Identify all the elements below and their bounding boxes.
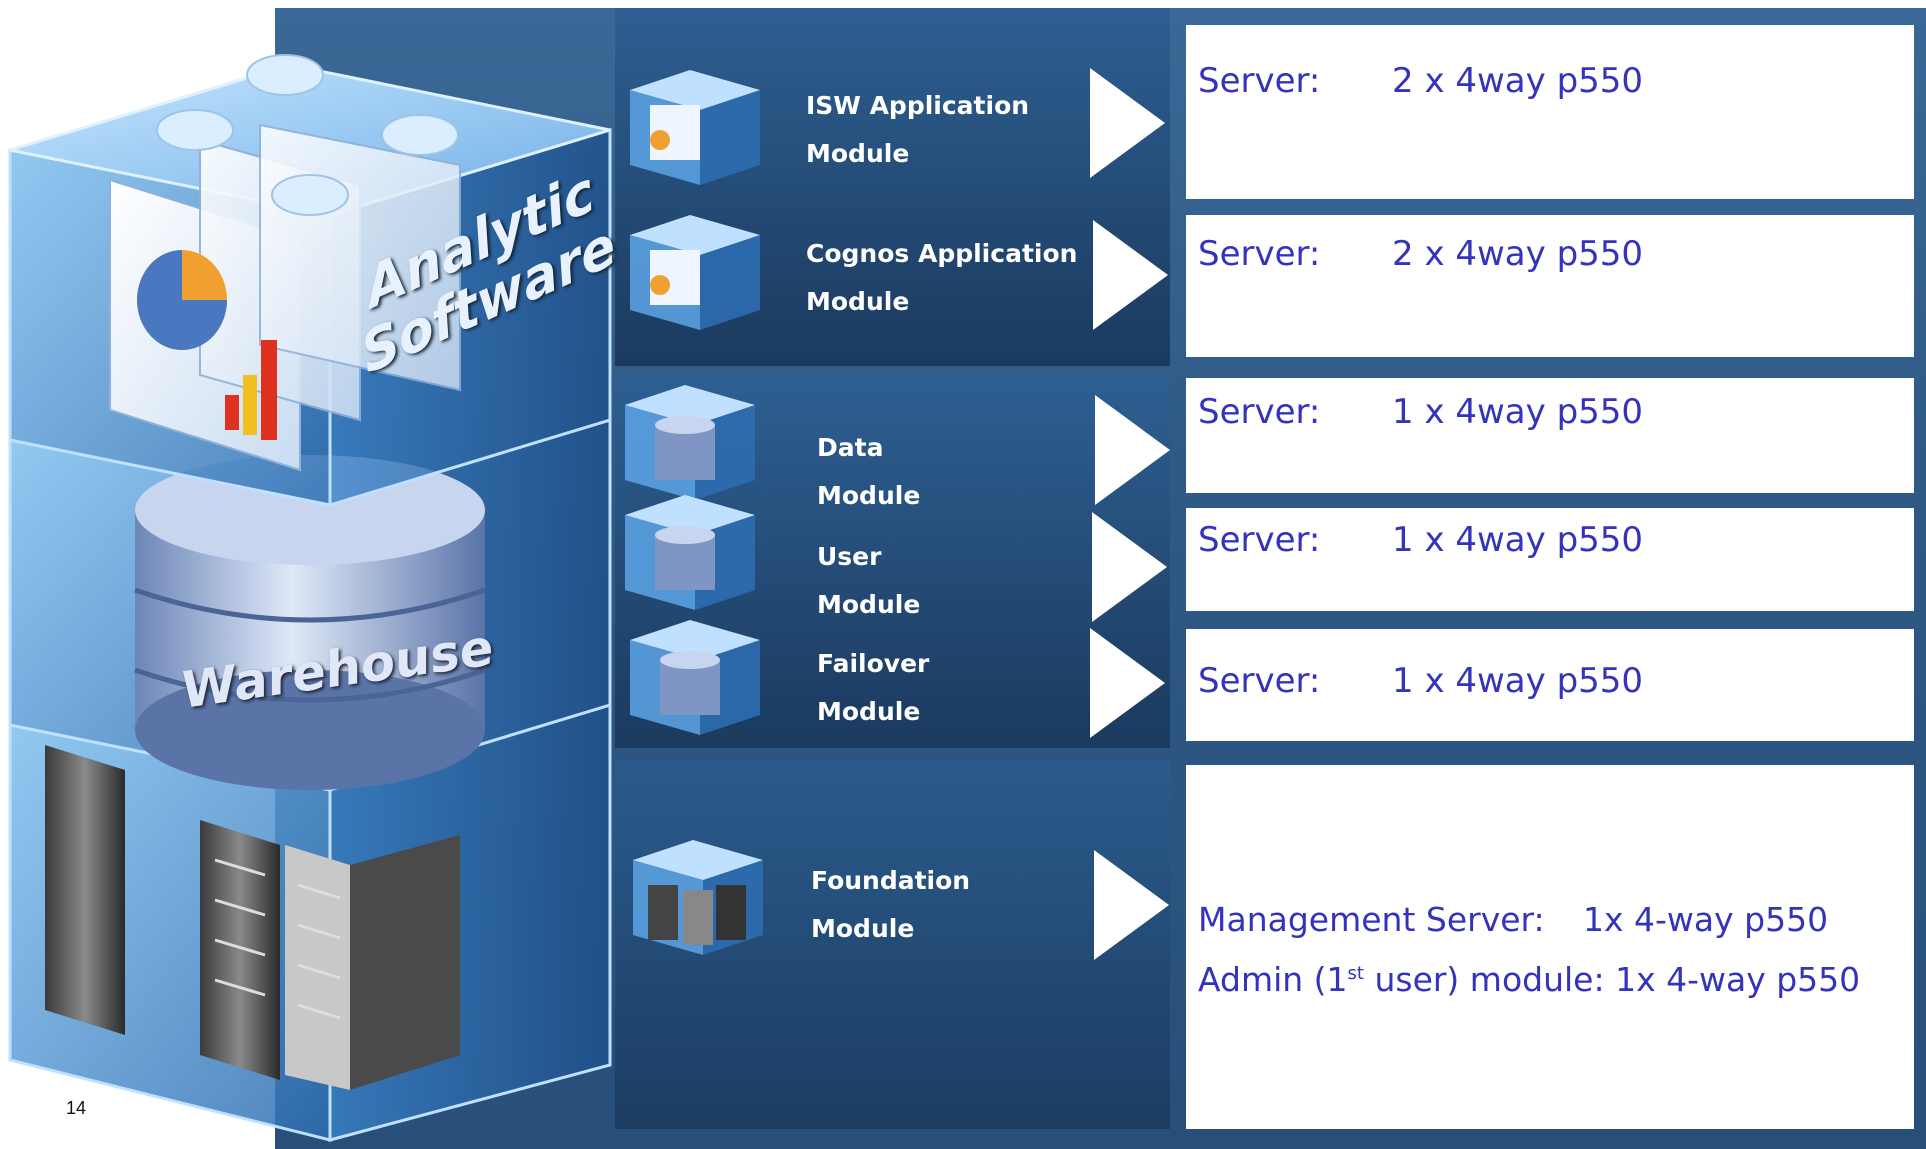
- management-server-value: 1x 4-way p550: [1583, 900, 1829, 939]
- arrow-right-icon: [1092, 512, 1167, 622]
- server-value: 1 x 4way p550: [1392, 392, 1644, 432]
- module-label-isw: ISW Application Module: [806, 82, 1029, 178]
- server-label: Server:: [1198, 520, 1321, 560]
- module-label-line2: Module: [817, 697, 921, 726]
- admin-module-sup: st: [1347, 963, 1364, 984]
- server-label: Server:: [1198, 234, 1321, 274]
- arrow-right-icon: [1090, 628, 1165, 738]
- module-label-line1: ISW Application: [806, 91, 1030, 120]
- server-box-cognos: Server: 2 x 4way p550: [1186, 215, 1914, 357]
- server-value: 1 x 4way p550: [1392, 661, 1644, 701]
- server-box-foundation: Management Server: 1x 4-way p550 Admin (1…: [1186, 765, 1914, 1129]
- module-label-line1: Data: [817, 433, 884, 462]
- module-label-line2: Module: [806, 287, 910, 316]
- module-label-line1: Failover: [817, 649, 930, 678]
- server-value: 2 x 4way p550: [1392, 234, 1644, 274]
- server-box-user: Server: 1 x 4way p550: [1186, 508, 1914, 611]
- admin-module-prefix: Admin (1: [1198, 960, 1348, 999]
- module-label-cognos: Cognos Application Module: [806, 230, 1077, 326]
- module-label-user: User Module: [817, 533, 920, 629]
- module-label-line2: Module: [806, 139, 910, 168]
- data-module-icon: [625, 385, 755, 500]
- page-number: 14: [66, 1098, 87, 1118]
- server-box-isw: Server: 2 x 4way p550: [1186, 25, 1914, 199]
- arrow-right-icon: [1090, 68, 1165, 178]
- cognos-module-icon: [630, 215, 760, 330]
- server-box-failover: Server: 1 x 4way p550: [1186, 629, 1914, 741]
- module-label-foundation: Foundation Module: [811, 857, 970, 953]
- admin-module-suffix: user) module: 1x 4-way p550: [1363, 960, 1861, 999]
- arrow-right-icon: [1093, 220, 1168, 330]
- module-label-line2: Module: [817, 481, 921, 510]
- server-box-data: Server: 1 x 4way p550: [1186, 378, 1914, 493]
- user-module-icon: [625, 495, 755, 610]
- module-label-line1: Cognos Application: [806, 239, 1078, 268]
- management-server-label: Management Server:: [1198, 900, 1545, 939]
- software-stack-illustration: [8, 54, 612, 1142]
- module-label-line2: Module: [811, 914, 915, 943]
- server-label: Server:: [1198, 661, 1321, 701]
- module-label-data: Data Module: [817, 424, 920, 520]
- server-label: Server:: [1198, 392, 1321, 432]
- arrow-right-icon: [1094, 850, 1169, 960]
- module-label-line1: User: [817, 542, 882, 571]
- server-value: 1 x 4way p550: [1392, 520, 1644, 560]
- arrow-right-icon: [1095, 395, 1170, 505]
- failover-module-icon: [630, 620, 760, 735]
- server-label: Server:: [1198, 61, 1321, 101]
- module-label-failover: Failover Module: [817, 640, 929, 736]
- module-label-line2: Module: [817, 590, 921, 619]
- module-label-line1: Foundation: [811, 866, 971, 895]
- isw-module-icon: [630, 70, 760, 185]
- foundation-module-icon: [633, 840, 763, 955]
- server-value: 2 x 4way p550: [1392, 61, 1644, 101]
